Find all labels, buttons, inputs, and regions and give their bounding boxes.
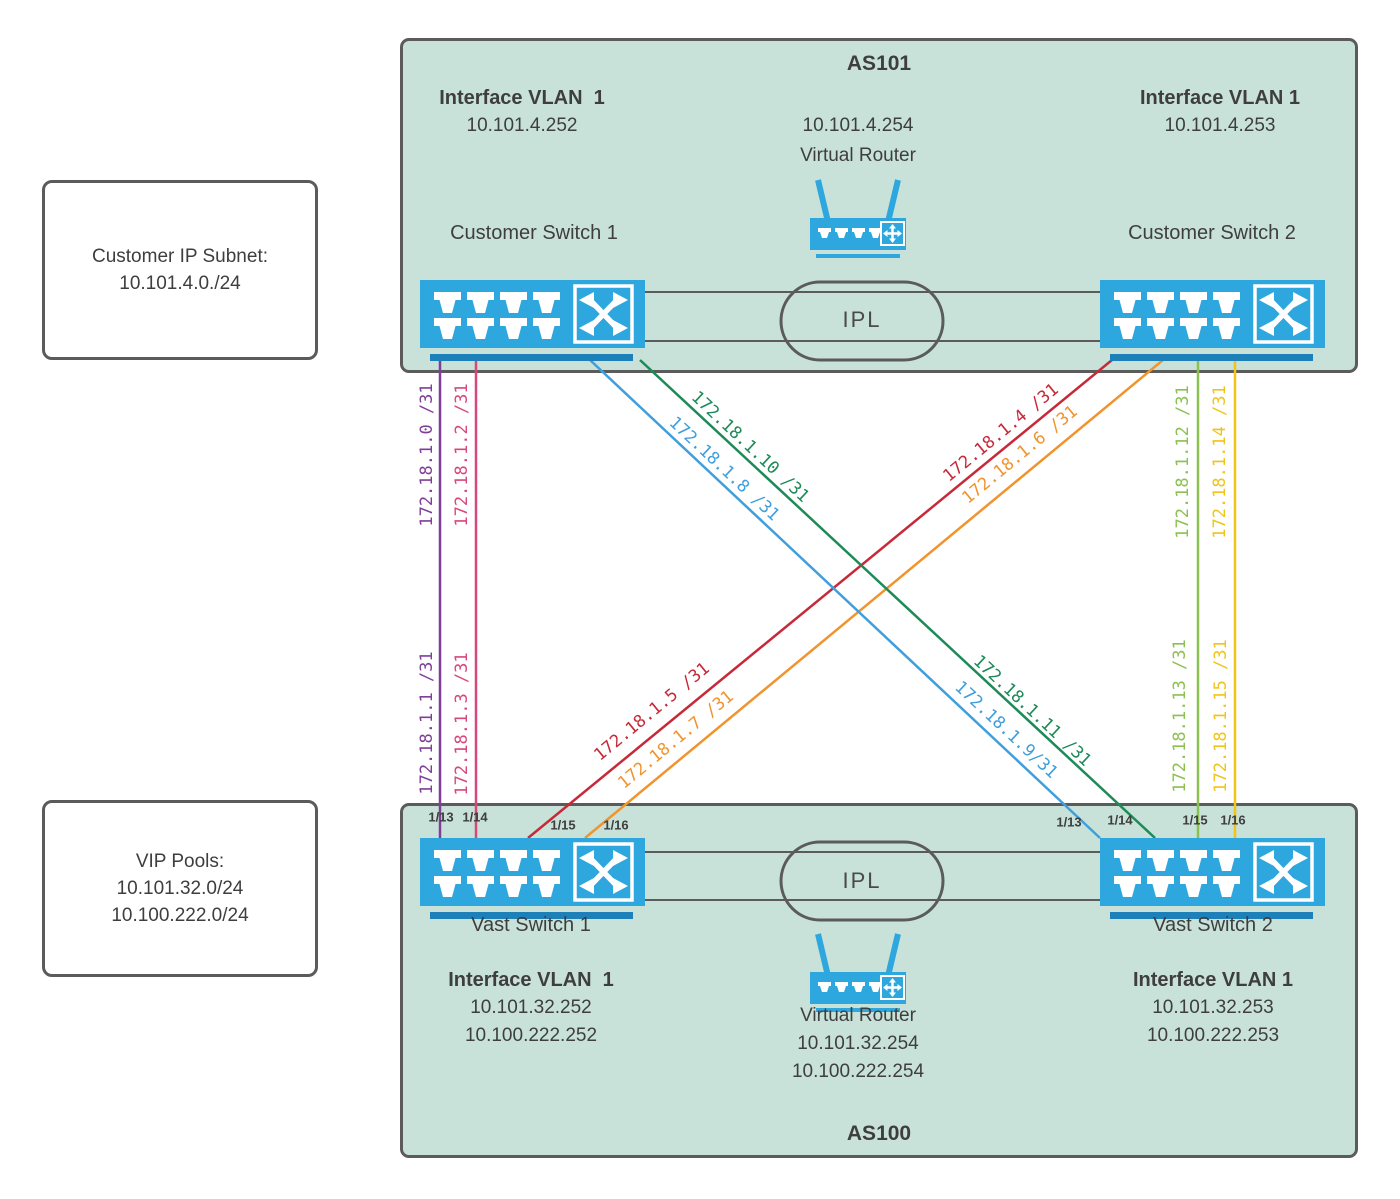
as101-virtual-router-block: 10.101.4.254 Virtual Router [758,111,958,171]
vast-switch-1-port-1-14: 1/14 [462,809,488,825]
as101-left-interface-label: Interface VLAN 1 [439,87,605,109]
as100-virtual-router-block: Virtual Router 10.101.32.254 10.100.222.… [758,1002,958,1086]
light-green-link-bottom-label: 172.18.1.13 /31 [1170,639,1190,793]
customer-switch-1-label: Customer Switch 1 [450,222,618,244]
as101-virtual-router-icon [808,176,908,265]
vast-switch-2-port-1-16: 1/16 [1220,812,1246,828]
as100-ipl-label: IPL [842,868,882,893]
as100-virtual-router-label: Virtual Router [800,1005,916,1026]
as100-virtual-router-ip2: 10.100.222.254 [791,1061,925,1082]
customer-subnet-note: Customer IP Subnet: 10.101.4.0./24 [42,180,318,360]
customer-switch-2-icon [1100,280,1325,367]
vast-switch-1-port-1-13: 1/13 [428,809,454,825]
as101-virtual-router-label: Virtual Router [800,145,916,166]
as101-ipl-label: IPL [842,307,882,332]
purple-link-top-label: 172.18.1.0 /31 [417,383,437,527]
as100-right-interface-block: Interface VLAN 1 10.101.32.253 10.100.22… [1088,966,1338,1050]
vast-switch-1-icon [420,838,645,925]
customer-switch-2-label: Customer Switch 2 [1128,222,1296,244]
vast-switch-1-port-1-16: 1/16 [603,817,629,833]
as100-left-interface-block: Interface VLAN 1 10.101.32.252 10.100.22… [406,966,656,1050]
customer-subnet-title: Customer IP Subnet: [91,246,269,267]
as100-right-interface-label: Interface VLAN 1 [1132,969,1294,991]
as100-title: AS100 [846,1122,912,1145]
pink-link-bottom-label: 172.18.1.3 /31 [452,652,472,796]
as101-left-interface-block: Interface VLAN 1 10.101.4.252 [397,84,647,140]
red-link-line [527,359,1113,839]
pink-link-top-label: 172.18.1.2 /31 [452,383,472,527]
as101-left-interface-ip: 10.101.4.252 [466,115,578,136]
as100-right-interface-ip2: 10.100.222.253 [1146,1025,1280,1046]
as100-left-interface-ip1: 10.101.32.252 [470,997,592,1018]
as101-title: AS101 [846,52,912,75]
vip-pools-value-1: 10.101.32.0/24 [116,878,244,899]
vip-pools-title: VIP Pools: [135,851,225,872]
vast-switch-2-port-1-13: 1/13 [1056,814,1082,830]
vip-pools-value-2: 10.100.222.0/24 [111,905,249,926]
as101-right-interface-block: Interface VLAN 1 10.101.4.253 [1095,84,1345,140]
as101-right-interface-ip: 10.101.4.253 [1164,115,1276,136]
as100-right-interface-ip1: 10.101.32.253 [1152,997,1274,1018]
as101-right-interface-label: Interface VLAN 1 [1139,87,1301,109]
vast-switch-2-port-1-15: 1/15 [1182,812,1208,828]
vast-switch-2-icon [1100,838,1325,925]
as100-virtual-router-icon [808,930,908,1019]
customer-subnet-value: 10.101.4.0./24 [119,273,241,294]
as100-virtual-router-ip1: 10.101.32.254 [797,1033,919,1054]
blue-link-line [589,359,1101,839]
vip-pools-note: VIP Pools: 10.101.32.0/24 10.100.222.0/2… [42,800,318,977]
as100-left-interface-ip2: 10.100.222.252 [464,1025,598,1046]
light-green-link-top-label: 172.18.1.12 /31 [1173,385,1193,539]
as100-left-interface-label: Interface VLAN 1 [448,969,614,991]
vast-switch-1-port-1-15: 1/15 [550,817,576,833]
purple-link-bottom-label: 172.18.1.1 /31 [417,651,437,795]
customer-switch-1-icon [420,280,645,367]
as101-virtual-router-ip: 10.101.4.254 [802,115,914,136]
vast-switch-1-label: Vast Switch 1 [471,914,591,936]
yellow-link-top-label: 172.18.1.14 /31 [1210,385,1230,539]
vast-switch-2-port-1-14: 1/14 [1107,812,1133,828]
yellow-link-bottom-label: 172.18.1.15 /31 [1211,639,1231,793]
vast-switch-2-label: Vast Switch 2 [1153,914,1273,936]
